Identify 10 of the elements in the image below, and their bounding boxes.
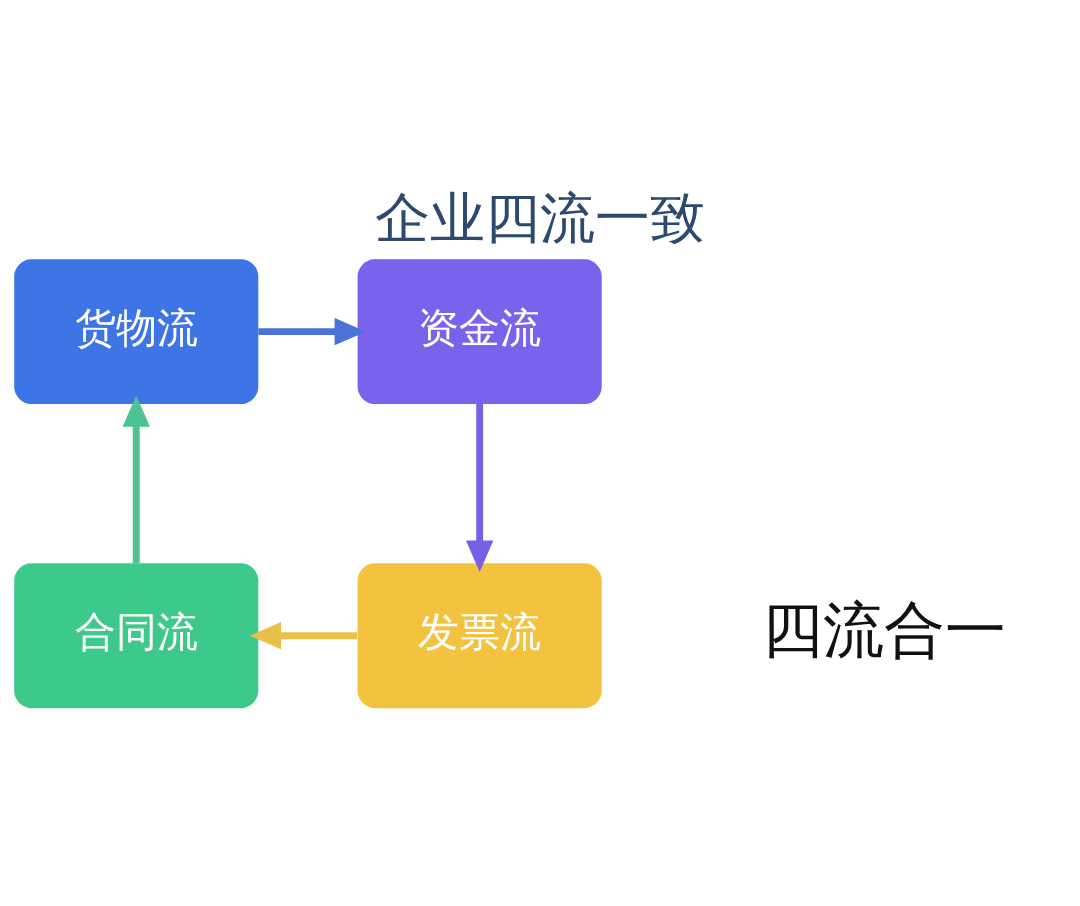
node-box: 资金流 [357, 259, 602, 405]
node-box: 发票流 [357, 563, 602, 709]
node-box: 货物流 [14, 259, 259, 405]
arrow [122, 395, 150, 564]
label: 四流合一 [761, 595, 1006, 666]
diagram-title: 企业四流一致 [375, 186, 705, 251]
arrow [249, 622, 358, 650]
node-box: 合同流 [14, 563, 259, 709]
arrow [258, 317, 366, 346]
arrow [465, 404, 494, 572]
